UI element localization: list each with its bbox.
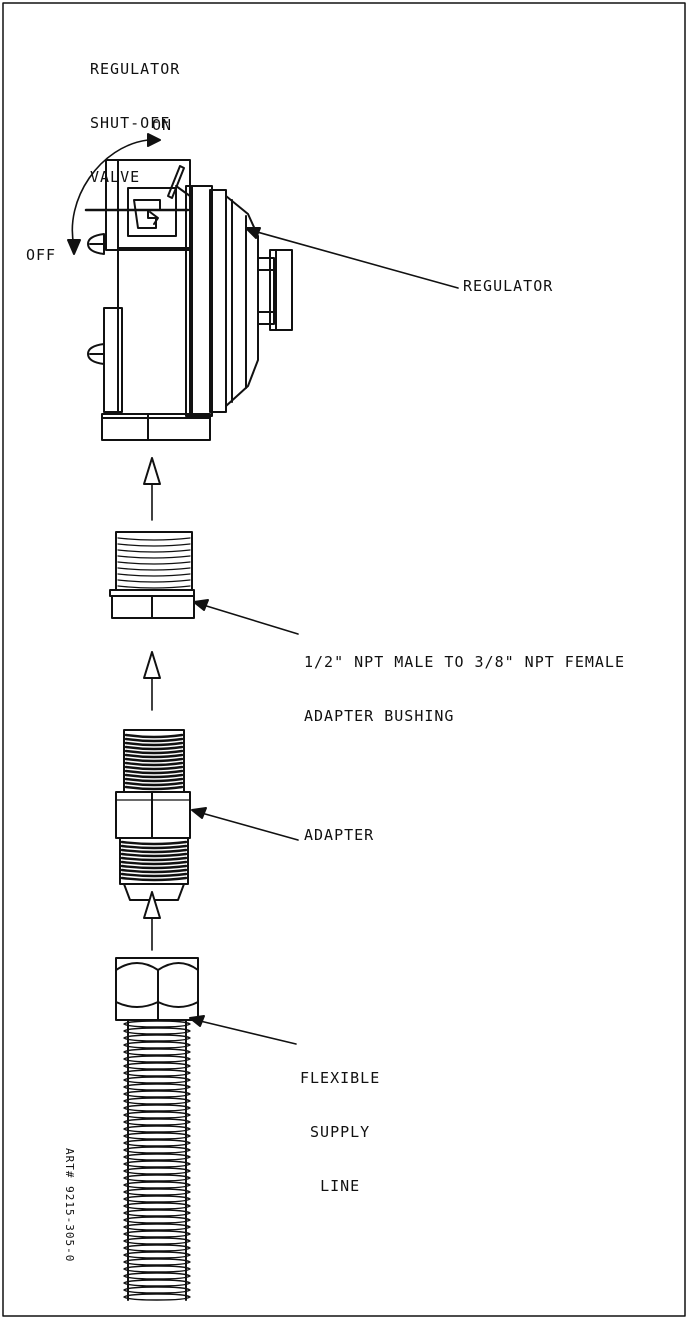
bushing-label-line-1: 1/2" NPT MALE TO 3/8" NPT FEMALE: [304, 653, 625, 671]
valve-regulator-assembly: [84, 159, 293, 441]
title-block: REGULATOR SHUT-OFF VALVE: [90, 24, 180, 204]
flex-label-line-1: FLEXIBLE: [300, 1069, 381, 1087]
regulator-label: REGULATOR: [463, 277, 554, 295]
flexible-supply-line: [115, 957, 199, 1301]
assembly-arrow-2: [143, 651, 161, 711]
on-off-rotation-arrow: [67, 133, 161, 255]
flex-label-line-3: LINE: [320, 1177, 361, 1195]
adapter-fitting: [115, 729, 191, 901]
flexible-supply-line-label: FLEXIBLE SUPPLY LINE: [300, 1033, 380, 1213]
title-line-3: VALVE: [90, 168, 141, 186]
flex-label-line-2: SUPPLY: [310, 1123, 371, 1141]
assembly-arrow-3: [143, 891, 161, 951]
regulator-leader: [245, 227, 459, 289]
on-label: ON: [152, 116, 173, 134]
title-line-2: SHUT-OFF: [90, 114, 171, 132]
assembly-arrow-1: [143, 457, 161, 521]
bushing-label-line-2: ADAPTER BUSHING: [304, 707, 455, 725]
flexible-line-leader: [189, 1015, 297, 1045]
off-label: OFF: [26, 246, 57, 264]
adapter-bushing: [109, 531, 195, 619]
bushing-leader: [193, 599, 299, 635]
title-line-1: REGULATOR: [90, 60, 181, 78]
bushing-label: 1/2" NPT MALE TO 3/8" NPT FEMALE ADAPTER…: [304, 617, 625, 743]
art-number: ART# 9215-305-0: [63, 1148, 76, 1263]
adapter-label: ADAPTER: [304, 826, 375, 844]
adapter-leader: [191, 807, 299, 841]
